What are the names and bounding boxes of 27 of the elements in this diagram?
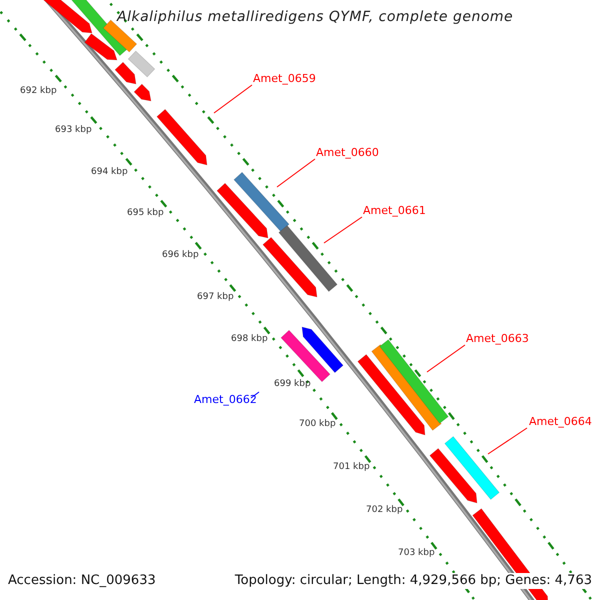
tick-label: 699 kbp	[274, 379, 311, 390]
tick-label: 696 kbp	[162, 250, 199, 261]
leader-line	[214, 84, 252, 114]
tick-label: 693 kbp	[55, 125, 92, 136]
tick-label: 695 kbp	[127, 208, 164, 219]
tick-label: 701 kbp	[333, 462, 370, 473]
leader-line	[488, 428, 528, 454]
tick-label: 702 kbp	[366, 505, 403, 516]
leader-line	[426, 344, 466, 372]
genome-info-note: Topology: circular; Length: 4,929,566 bp; Genes: 4,763	[234, 573, 592, 589]
gene-label: Amet_0660	[316, 146, 379, 160]
gene-label: Amet_0662	[194, 393, 257, 406]
accession-note: Accession: NC_009633	[8, 573, 156, 589]
leader-line	[250, 392, 260, 398]
gene-label: Amet_0659	[253, 72, 316, 86]
gene-label: Amet_0664	[529, 415, 592, 428]
tick-label: 703 kbp	[398, 548, 435, 559]
leader-line	[276, 158, 316, 188]
gene-label: Amet_0661	[363, 204, 426, 218]
tick-label: 692 kbp	[20, 86, 57, 97]
map-title: Alkaliphilus metalliredigens QYMF, complete genome	[117, 9, 514, 26]
leader-line	[324, 216, 362, 244]
tick-label: 698 kbp	[231, 334, 268, 345]
gene-label: Amet_0663	[466, 332, 529, 346]
tick-label: 700 kbp	[299, 419, 336, 430]
tick-label: 694 kbp	[91, 167, 128, 178]
tick-label: 697 kbp	[197, 292, 234, 303]
